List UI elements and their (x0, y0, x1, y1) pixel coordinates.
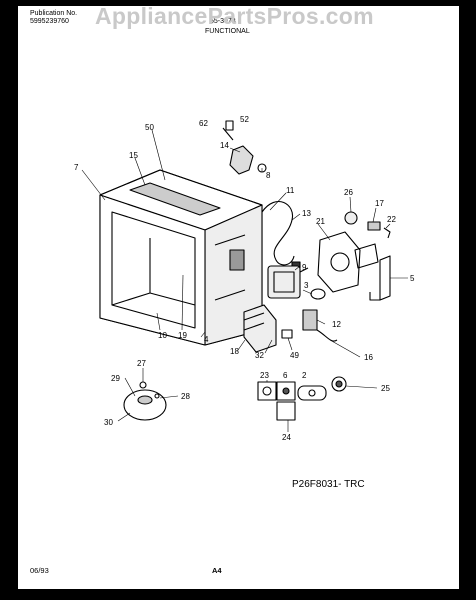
lamp-assembly (344, 211, 391, 239)
callout-28: 28 (181, 392, 190, 401)
callout-11: 11 (286, 186, 295, 195)
callout-7: 7 (74, 163, 79, 172)
transformer (243, 304, 277, 353)
callout-49: 49 (290, 351, 299, 360)
callout-13: 13 (302, 209, 311, 218)
fan-motor (317, 231, 379, 293)
capacitor (281, 329, 293, 339)
callout-21: 21 (316, 217, 325, 226)
callout-2: 2 (302, 371, 307, 380)
callout-52: 52 (240, 115, 249, 124)
small-parts (257, 376, 347, 421)
callout-9: 9 (302, 263, 307, 272)
callout-labels: 62 52 50 14 8 7 15 11 13 26 17 22 21 5 9… (74, 115, 415, 442)
callout-50: 50 (145, 123, 154, 132)
oven-cavity (99, 169, 263, 346)
callout-26: 26 (344, 188, 353, 197)
callout-16: 16 (364, 353, 373, 362)
callout-12: 12 (332, 320, 341, 329)
callout-10: 10 (158, 331, 167, 340)
callout-30: 30 (104, 418, 113, 427)
callout-8: 8 (266, 171, 271, 180)
callout-17: 17 (375, 199, 384, 208)
bracket (369, 255, 391, 301)
diagram-code: P26F8031- TRC (292, 479, 365, 490)
callout-6: 6 (283, 371, 288, 380)
footer-date: 06/93 (30, 566, 49, 575)
callout-22: 22 (387, 215, 396, 224)
publication-label: Publication No. (30, 10, 78, 17)
callout-29: 29 (111, 374, 120, 383)
section-title: FUNCTIONAL (205, 28, 250, 35)
callout-32: 32 (255, 351, 264, 360)
timer-assembly (123, 381, 167, 421)
callout-5: 5 (410, 274, 415, 283)
callout-4: 4 (204, 335, 209, 344)
leader-lines (81, 129, 408, 432)
fuse-holder (222, 120, 267, 175)
publication-number: 5995239760 (30, 18, 69, 25)
fan-blade (310, 288, 326, 300)
callout-62: 62 (199, 119, 208, 128)
callout-19: 19 (178, 331, 187, 340)
model-number: 55-3978 (210, 18, 236, 25)
callout-23: 23 (260, 371, 269, 380)
magnetron (267, 265, 309, 299)
callout-3: 3 (304, 281, 309, 290)
callout-18: 18 (230, 347, 239, 356)
callout-15: 15 (129, 151, 138, 160)
power-cord (261, 201, 301, 269)
callout-25: 25 (381, 384, 390, 393)
callout-27: 27 (137, 359, 146, 368)
watermark: AppliancePartsPros.com (95, 3, 374, 29)
callout-14: 14 (220, 141, 229, 150)
callout-24: 24 (282, 433, 291, 442)
footer-page: A4 (212, 566, 222, 575)
